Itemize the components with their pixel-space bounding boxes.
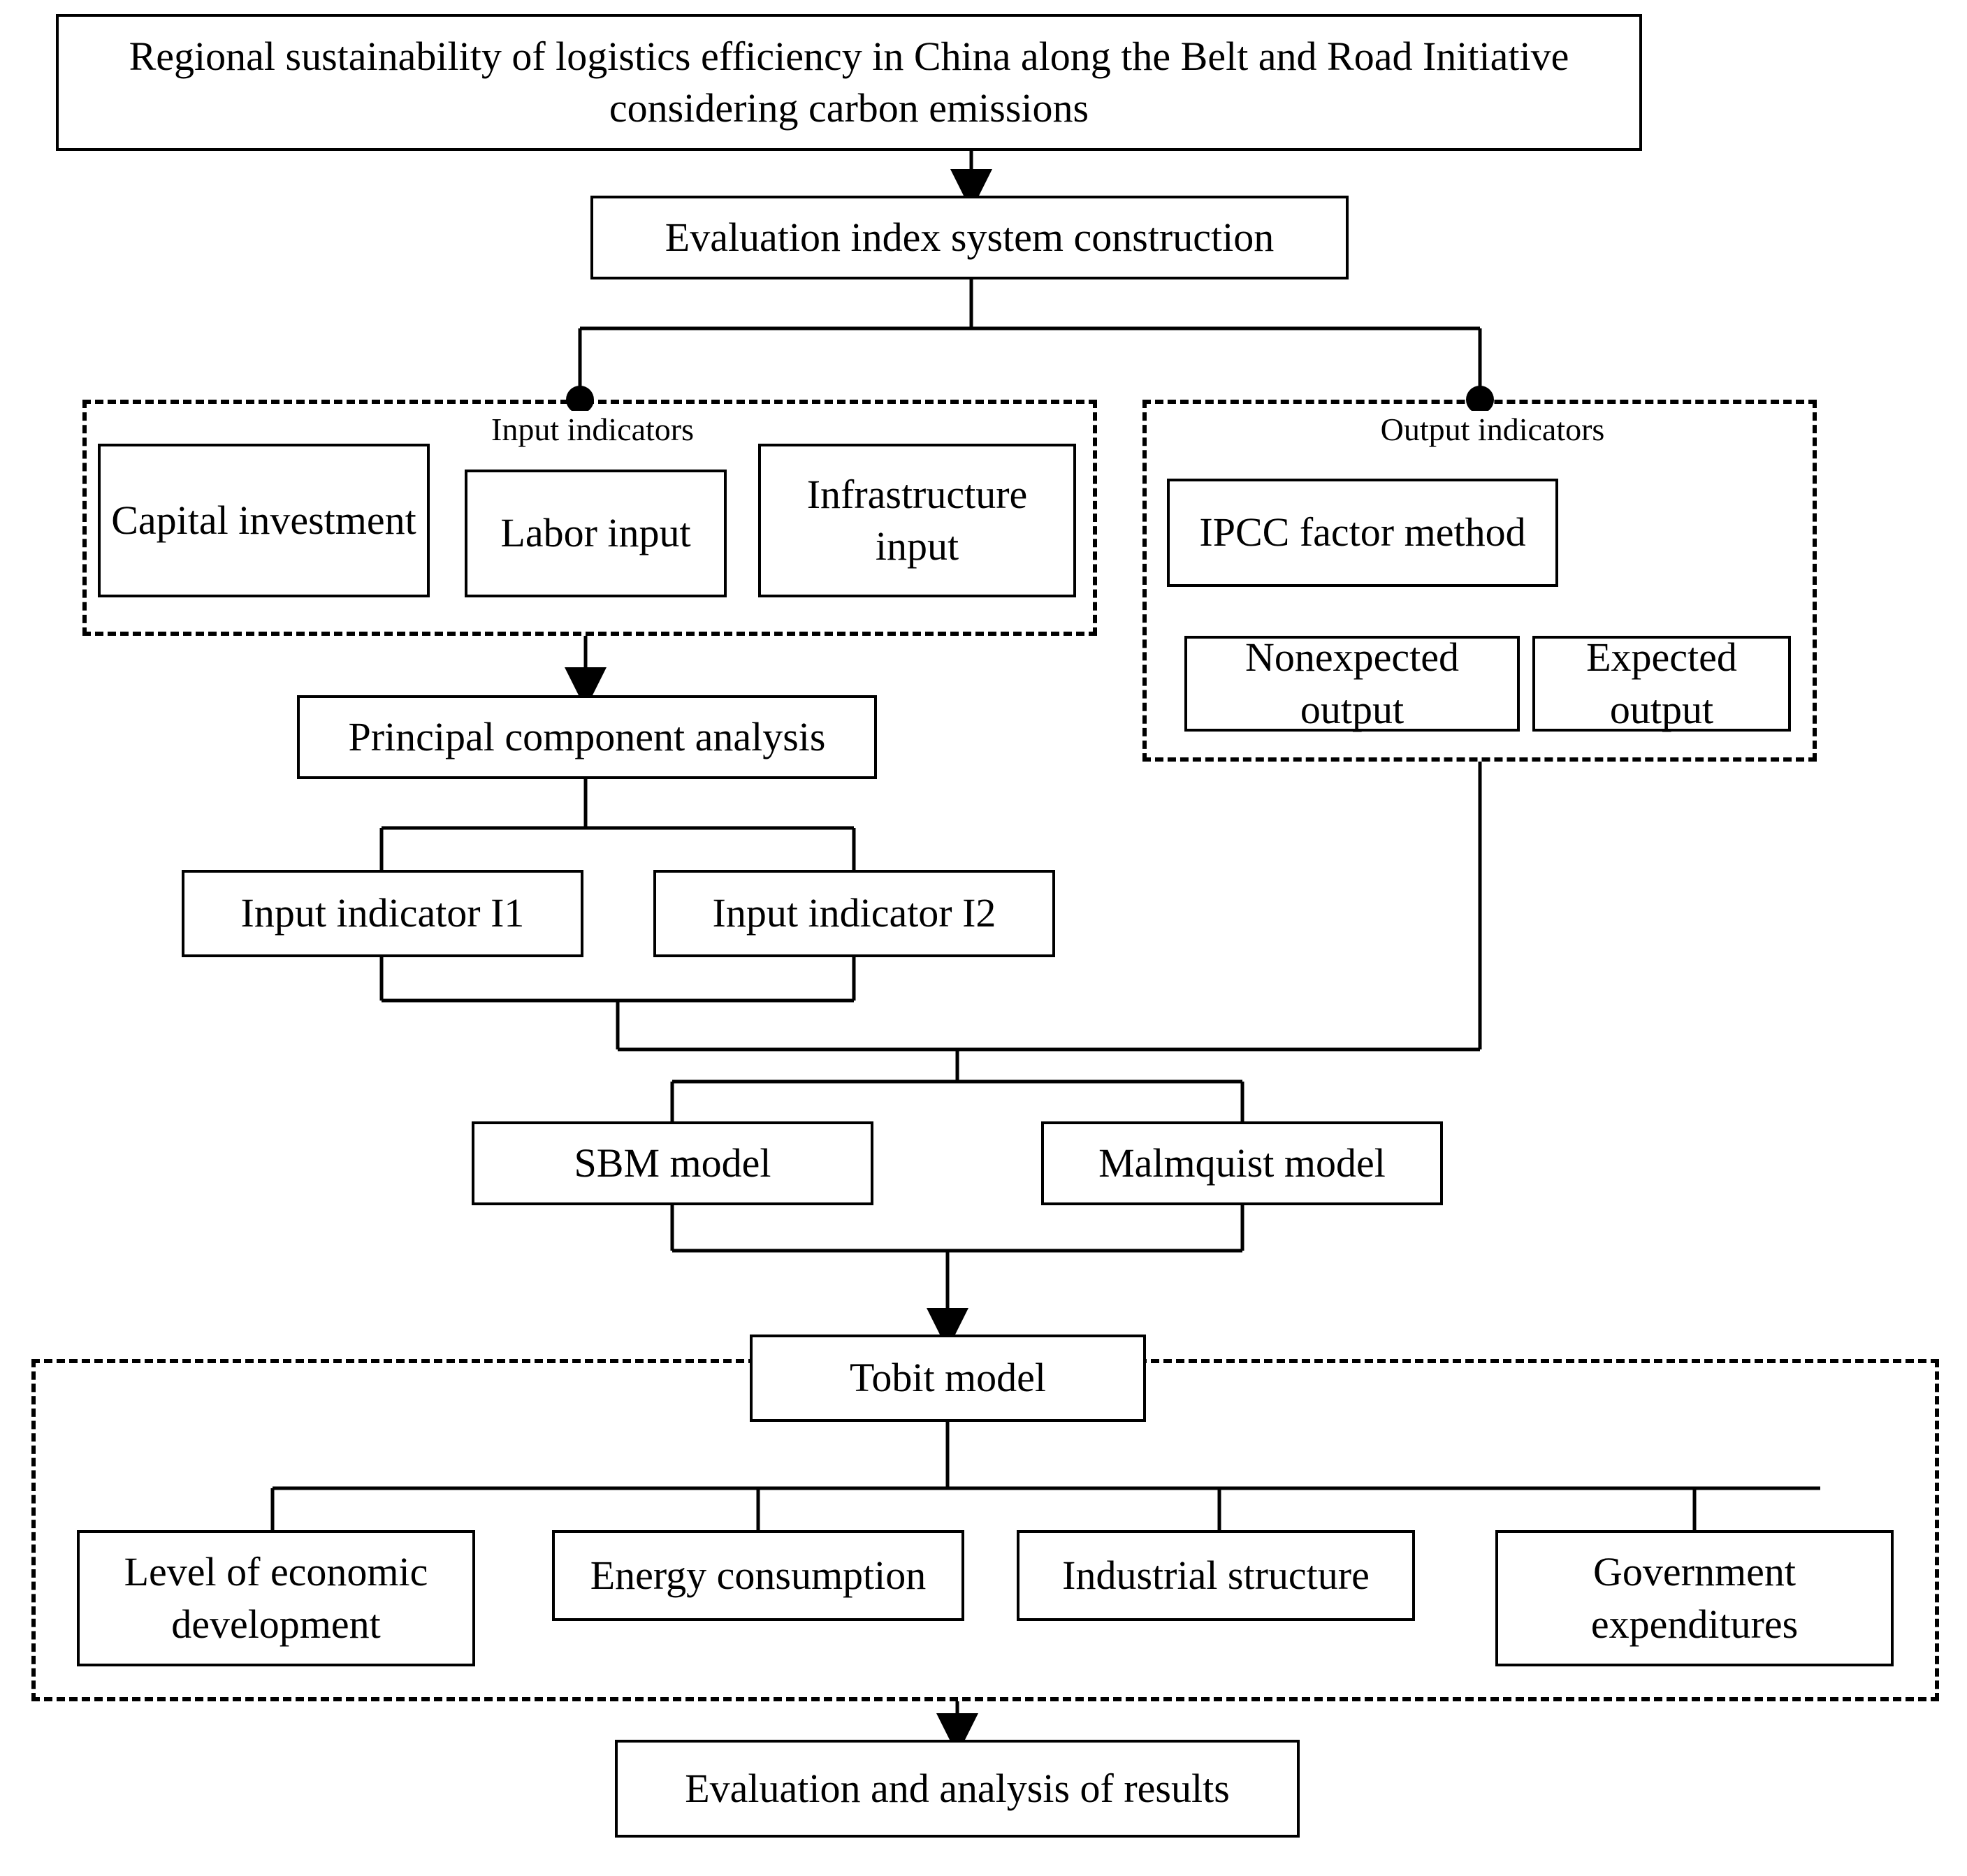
level-of-economic-development-box: Level of economic development [77, 1530, 475, 1666]
title-box: Regional sustainability of logistics eff… [56, 14, 1642, 151]
ipcc-factor-method-box: IPCC factor method [1167, 479, 1558, 587]
industrial-structure-box: Industrial structure [1017, 1530, 1415, 1621]
principal-component-analysis-box: Principal component analysis [297, 695, 877, 779]
expected-output-box: Expected output [1532, 634, 1791, 732]
input-indicator-i1-box: Input indicator I1 [182, 870, 583, 957]
infrastructure-input-box: Infrastructure input [758, 444, 1076, 597]
evaluation-results-box: Evaluation and analysis of results [615, 1740, 1300, 1838]
input-indicators-group-label: Input indicators [461, 411, 724, 448]
input-indicator-i2-box: Input indicator I2 [653, 870, 1055, 957]
labor-input-box: Labor input [465, 470, 727, 597]
nonexpected-output-box: Nonexpected output [1184, 634, 1520, 732]
input-indicators-group [82, 400, 1097, 636]
evaluation-index-box: Evaluation index system construction [590, 196, 1349, 279]
output-indicators-group-label: Output indicators [1354, 411, 1631, 448]
tobit-model-box: Tobit model [750, 1335, 1146, 1422]
energy-consumption-box: Energy consumption [552, 1530, 964, 1621]
government-expenditures-box: Government expenditures [1495, 1530, 1894, 1666]
sbm-model-box: SBM model [472, 1121, 873, 1205]
capital-investment-box: Capital investment [98, 444, 430, 597]
malmquist-model-box: Malmquist model [1041, 1121, 1443, 1205]
output-indicators-group [1142, 400, 1817, 762]
